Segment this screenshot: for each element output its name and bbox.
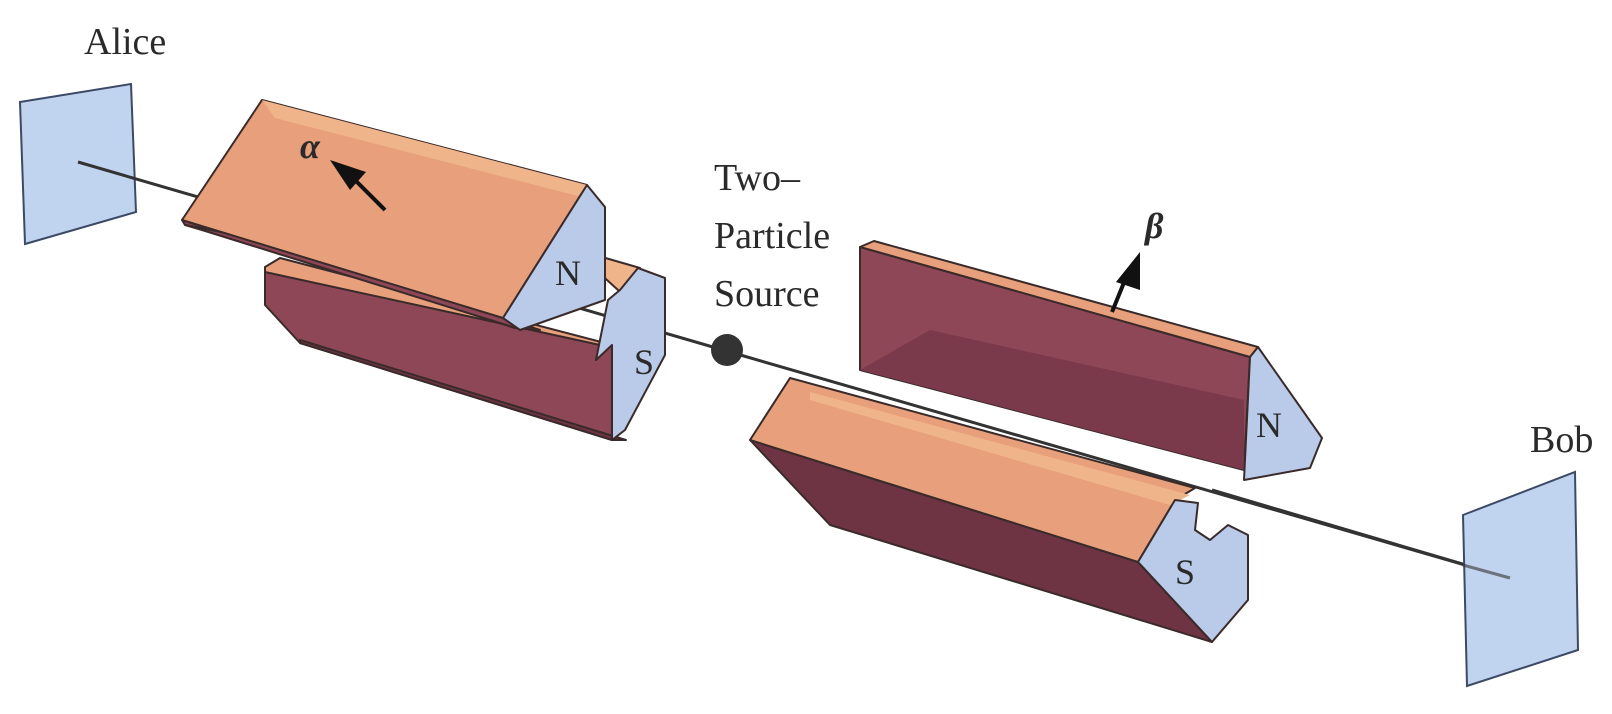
beam-right: [1211, 488, 1511, 580]
right-n-pole-label: N: [1256, 405, 1282, 445]
two-particle-source: [711, 334, 743, 366]
bob-screen: [1461, 470, 1580, 688]
left-s-magnet: [264, 254, 666, 441]
beta-label: β: [1143, 206, 1164, 246]
source-label-line2: Particle: [714, 215, 830, 257]
left-n-magnet: [181, 99, 606, 331]
source-label-line1: Two–: [714, 157, 801, 199]
left-s-pole-label: S: [634, 342, 654, 382]
alpha-label: α: [300, 126, 321, 166]
beta-arrow-head: [1116, 252, 1140, 290]
alpha-arrow-head: [330, 160, 366, 190]
bob-label: Bob: [1530, 419, 1593, 461]
left-n-pole-label: N: [555, 253, 581, 293]
right-n-magnet: [859, 240, 1323, 481]
right-s-magnet: [749, 377, 1249, 643]
alpha-arrow-shaft: [353, 178, 387, 212]
right-s-pole-label: S: [1175, 552, 1195, 592]
alice-label: Alice: [84, 21, 166, 63]
source-label-line3: Source: [714, 273, 820, 315]
alice-screen: [18, 82, 138, 246]
beta-arrow-shaft: [1110, 279, 1127, 313]
